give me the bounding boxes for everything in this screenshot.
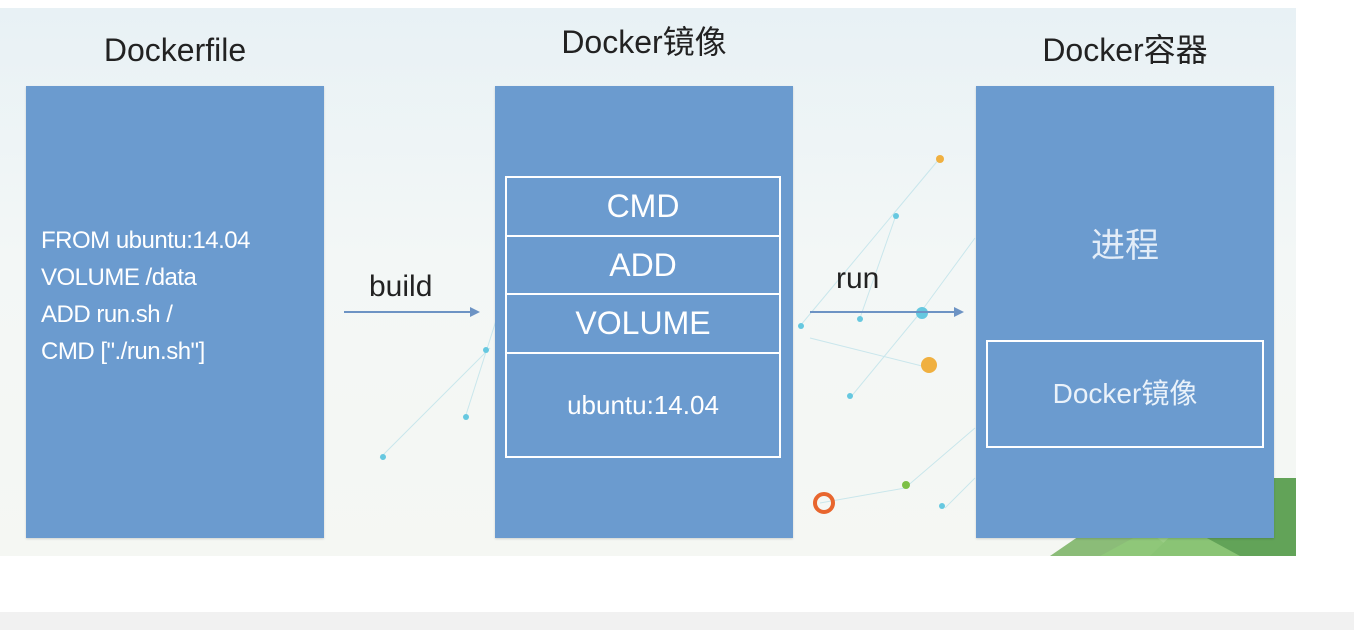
docker-container-title: Docker容器 [1042, 32, 1208, 68]
dockerfile-line: CMD ["./run.sh"] [41, 338, 205, 365]
dockerfile-box: FROM ubuntu:14.04 VOLUME /data ADD run.s… [26, 86, 324, 538]
run-arrow-icon [810, 307, 964, 317]
docker-container-box: 进程 Docker镜像 [976, 86, 1274, 538]
dockerfile-line: FROM ubuntu:14.04 [41, 227, 250, 254]
image-layer-volume: VOLUME [507, 295, 779, 354]
docker-image-box: CMD ADD VOLUME ubuntu:14.04 [495, 86, 793, 538]
docker-image-title: Docker镜像 [561, 24, 727, 60]
image-layer-add: ADD [507, 237, 779, 295]
dockerfile-line: VOLUME /data [41, 264, 197, 291]
bottom-bar [0, 612, 1354, 630]
build-arrow-label: build [369, 270, 433, 303]
image-layer-cmd: CMD [507, 178, 779, 237]
build-arrow-icon [344, 307, 480, 317]
image-layer-stack: CMD ADD VOLUME ubuntu:14.04 [505, 176, 781, 458]
dockerfile-line: ADD run.sh / [41, 301, 173, 328]
dockerfile-title: Dockerfile [103, 32, 247, 68]
process-label: 进程 [1091, 227, 1159, 265]
container-image-box: Docker镜像 [986, 340, 1264, 448]
dockerfile-instructions: FROM ubuntu:14.04 VOLUME /data ADD run.s… [41, 222, 250, 370]
image-layer-base: ubuntu:14.04 [567, 390, 719, 420]
run-arrow-label: run [836, 262, 880, 295]
docker-diagram: Dockerfile Docker镜像 Docker容器 FROM ubuntu… [0, 8, 1296, 556]
